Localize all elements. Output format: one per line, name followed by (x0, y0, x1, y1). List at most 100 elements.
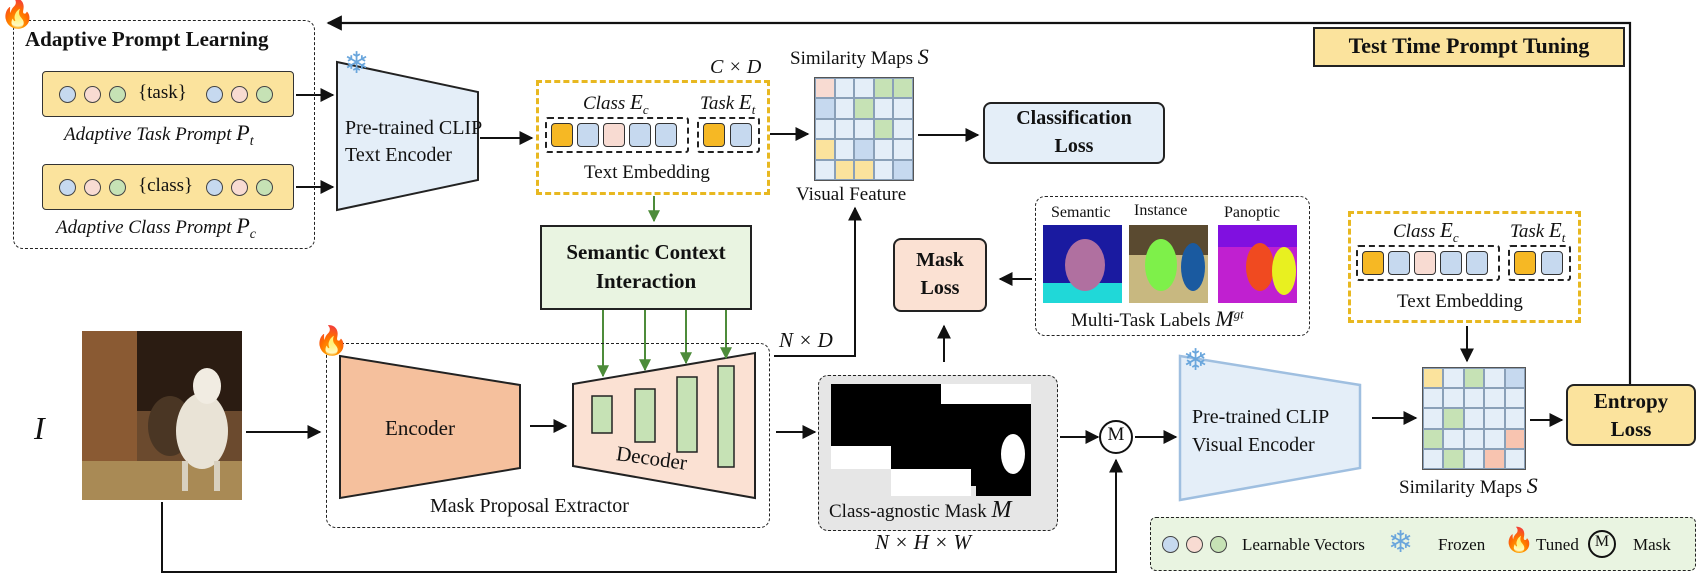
learnable-vector-dot (206, 179, 223, 196)
similarity-cell (1463, 448, 1485, 469)
mask-loss-box (893, 238, 987, 312)
task-embedding-label: Task Et (700, 90, 756, 117)
similarity-cell (854, 159, 874, 180)
task-token: {task} (138, 82, 187, 103)
visual-encoder-shape (1178, 354, 1362, 502)
snowflake-icon: ❄ (1183, 344, 1209, 377)
legend-mask-symbol: M (1594, 533, 1610, 550)
panoptic-label: Panoptic (1224, 204, 1280, 221)
similarity-cell (1443, 428, 1464, 449)
similarity-cell (834, 98, 855, 119)
mask-proposal-group (326, 343, 770, 528)
learnable-vector-dot (206, 86, 223, 103)
class-embedding-right-box (1356, 245, 1500, 281)
embedding-cell (1466, 251, 1488, 275)
input-symbol: I (34, 410, 45, 446)
semantic-mask-thumb (1043, 225, 1122, 303)
similarity-cell (893, 159, 913, 180)
learnable-vector-dot (231, 179, 248, 196)
snowflake-icon: ❄ (1388, 526, 1414, 559)
snowflake-icon: ❄ (344, 47, 370, 80)
class-embedding-label: Class Ec (583, 90, 649, 117)
class-embedding-box (545, 117, 689, 153)
learnable-vector-dot (109, 86, 126, 103)
legend-mask-label: Mask (1633, 535, 1671, 554)
test-time-label: Test Time Prompt Tuning (1348, 33, 1590, 58)
similarity-cell (1423, 408, 1444, 429)
semantic-context-box (540, 225, 752, 310)
learnable-vector-dot (84, 86, 101, 103)
similarity-maps-bottom-title: Similarity Maps S (1399, 473, 1538, 498)
similarity-cell (893, 98, 913, 119)
task-embedding-right-label: Task Et (1510, 218, 1566, 245)
text-embedding-right-caption: Text Embedding (1397, 291, 1523, 312)
similarity-cell (815, 159, 835, 180)
similarity-cell (1443, 448, 1464, 469)
learnable-vector-dot (84, 179, 101, 196)
similarity-cell (1423, 428, 1444, 449)
encoder-shape (339, 354, 521, 500)
test-time-badge (1313, 27, 1625, 67)
similarity-cell (854, 139, 874, 160)
embedding-cell (629, 123, 651, 147)
input-image (82, 331, 242, 500)
similarity-cell (815, 139, 835, 160)
task-embedding-box (697, 117, 760, 153)
similarity-maps-title: Similarity Maps S (790, 44, 929, 69)
similarity-grid-top (814, 77, 914, 181)
similarity-cell (1463, 368, 1485, 389)
nd-label: N × D (779, 328, 833, 352)
class-agnostic-caption: Class-agnostic Mask M (829, 497, 1012, 523)
panoptic-mask-thumb (1218, 225, 1297, 303)
learnable-vector-dot (1210, 536, 1227, 553)
prompt-learning-group (13, 20, 315, 249)
similarity-cell (1484, 448, 1505, 469)
class-prompt-caption: Adaptive Class Prompt Pc (56, 213, 256, 242)
similarity-cell (1484, 408, 1505, 429)
mask-operator-icon (1099, 420, 1133, 454)
class-token: {class} (138, 175, 194, 196)
embedding-cell (1388, 251, 1410, 275)
similarity-cell (873, 139, 894, 160)
legend-tuned-label: Tuned (1536, 535, 1579, 554)
instance-mask-thumb (1129, 225, 1208, 303)
prompt-learning-title: Adaptive Prompt Learning (25, 27, 269, 51)
similarity-cell (893, 118, 913, 140)
similarity-cell (873, 98, 894, 119)
entropy-loss-box (1566, 384, 1696, 446)
similarity-cell (1463, 388, 1485, 409)
similarity-cell (1423, 448, 1444, 469)
similarity-cell (854, 78, 874, 99)
similarity-cell (1443, 408, 1464, 429)
mask-operator-icon (1588, 530, 1616, 558)
mask-operator-label: M (1107, 424, 1125, 445)
text-embedding-group (536, 80, 770, 195)
embedding-cell (1362, 251, 1384, 275)
task-embedding-right-box (1508, 245, 1571, 281)
visual-feature-caption: Visual Feature (796, 184, 907, 205)
similarity-cell (1443, 368, 1464, 389)
embedding-cell (703, 123, 725, 147)
embedding-cell (577, 123, 599, 147)
legend-frozen-label: Frozen (1438, 535, 1486, 554)
similarity-cell (815, 118, 835, 140)
embedding-dim-label: C × D (710, 56, 762, 78)
learnable-vector-dot (109, 179, 126, 196)
decoder-bar (676, 376, 698, 453)
flame-icon: 🔥 (0, 0, 35, 30)
similarity-cell (834, 118, 855, 140)
learnable-vector-dot (256, 179, 273, 196)
embedding-cell (1440, 251, 1462, 275)
learnable-vector-dot (231, 86, 248, 103)
legend-learnable-label: Learnable Vectors (1242, 535, 1365, 554)
similarity-cell (815, 78, 835, 99)
similarity-cell (873, 159, 894, 180)
similarity-cell (1463, 428, 1485, 449)
similarity-cell (893, 139, 913, 160)
text-encoder-shape (336, 60, 479, 212)
learnable-vector-dot (256, 86, 273, 103)
